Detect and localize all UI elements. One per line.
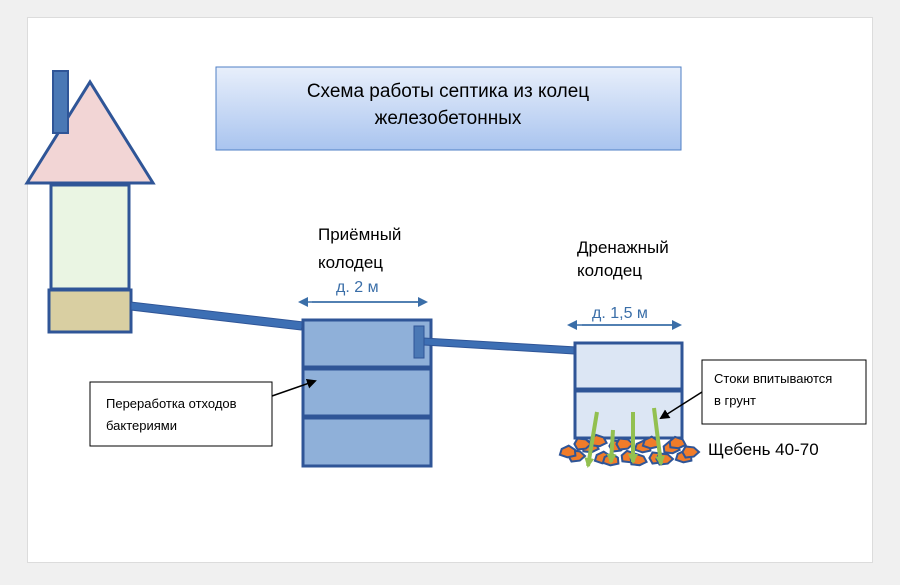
receiving-well-label-line-2: колодец [318,253,383,272]
drainage-well-label-line-2: колодец [577,261,642,280]
title-line-1: Схема работы септика из колец [307,81,589,102]
overflow-pipe-stub [413,325,425,359]
receiving-well-ring-1 [301,318,433,369]
gravel-stone [558,444,577,459]
receiving-well-diameter: д. 2 м [336,279,379,296]
drainage-well-label-line-1: Дренажный [577,238,669,257]
sewer-pipe-inlet [130,301,305,331]
house-wall [49,183,131,291]
gravel-stone [681,445,701,459]
callout-absorb: Стоки впитываются в грунт [659,359,867,425]
house [24,70,156,334]
receiving-well-ring-3 [301,416,433,468]
gravel-label: Щебень 40-70 [708,440,819,459]
drainage-well-diameter: д. 1,5 м [592,305,648,322]
callout-bacteria: Переработка отходов бактериями [89,378,317,447]
receiving-well-ring-2 [301,367,433,418]
seepage-arrow-2 [606,429,617,464]
seepage-arrow-4 [652,407,665,466]
gravel-stone [573,437,593,451]
gravel-stone [668,435,687,450]
callout-bacteria-line-2: бактериями [106,418,177,433]
sewer-pipe-overflow [423,337,577,355]
chimney [52,70,69,134]
title-line-2: железобетонных [375,108,522,129]
callout-absorb-box [701,359,867,425]
seepage-arrow-1 [584,411,599,468]
drainage-well-ring-1 [573,341,684,391]
drainage-well [573,341,684,440]
callout-absorb-pointer [659,391,703,420]
callout-bacteria-line-1: Переработка отходов [106,396,237,411]
house-roof [24,79,156,185]
title-box-background [215,66,682,151]
callout-bacteria-pointer [271,378,317,397]
house-foundation [47,288,133,334]
callout-bacteria-box [89,381,273,447]
gravel-stone [615,437,635,451]
receiving-well [301,318,433,468]
callout-absorb-line-2: в грунт [714,393,756,408]
seepage-arrows [584,407,665,468]
title-box: Схема работы септика из колец железобето… [215,66,682,151]
callout-absorb-line-1: Стоки впитываются [714,371,832,386]
receiving-well-label-line-1: Приёмный [318,225,401,244]
